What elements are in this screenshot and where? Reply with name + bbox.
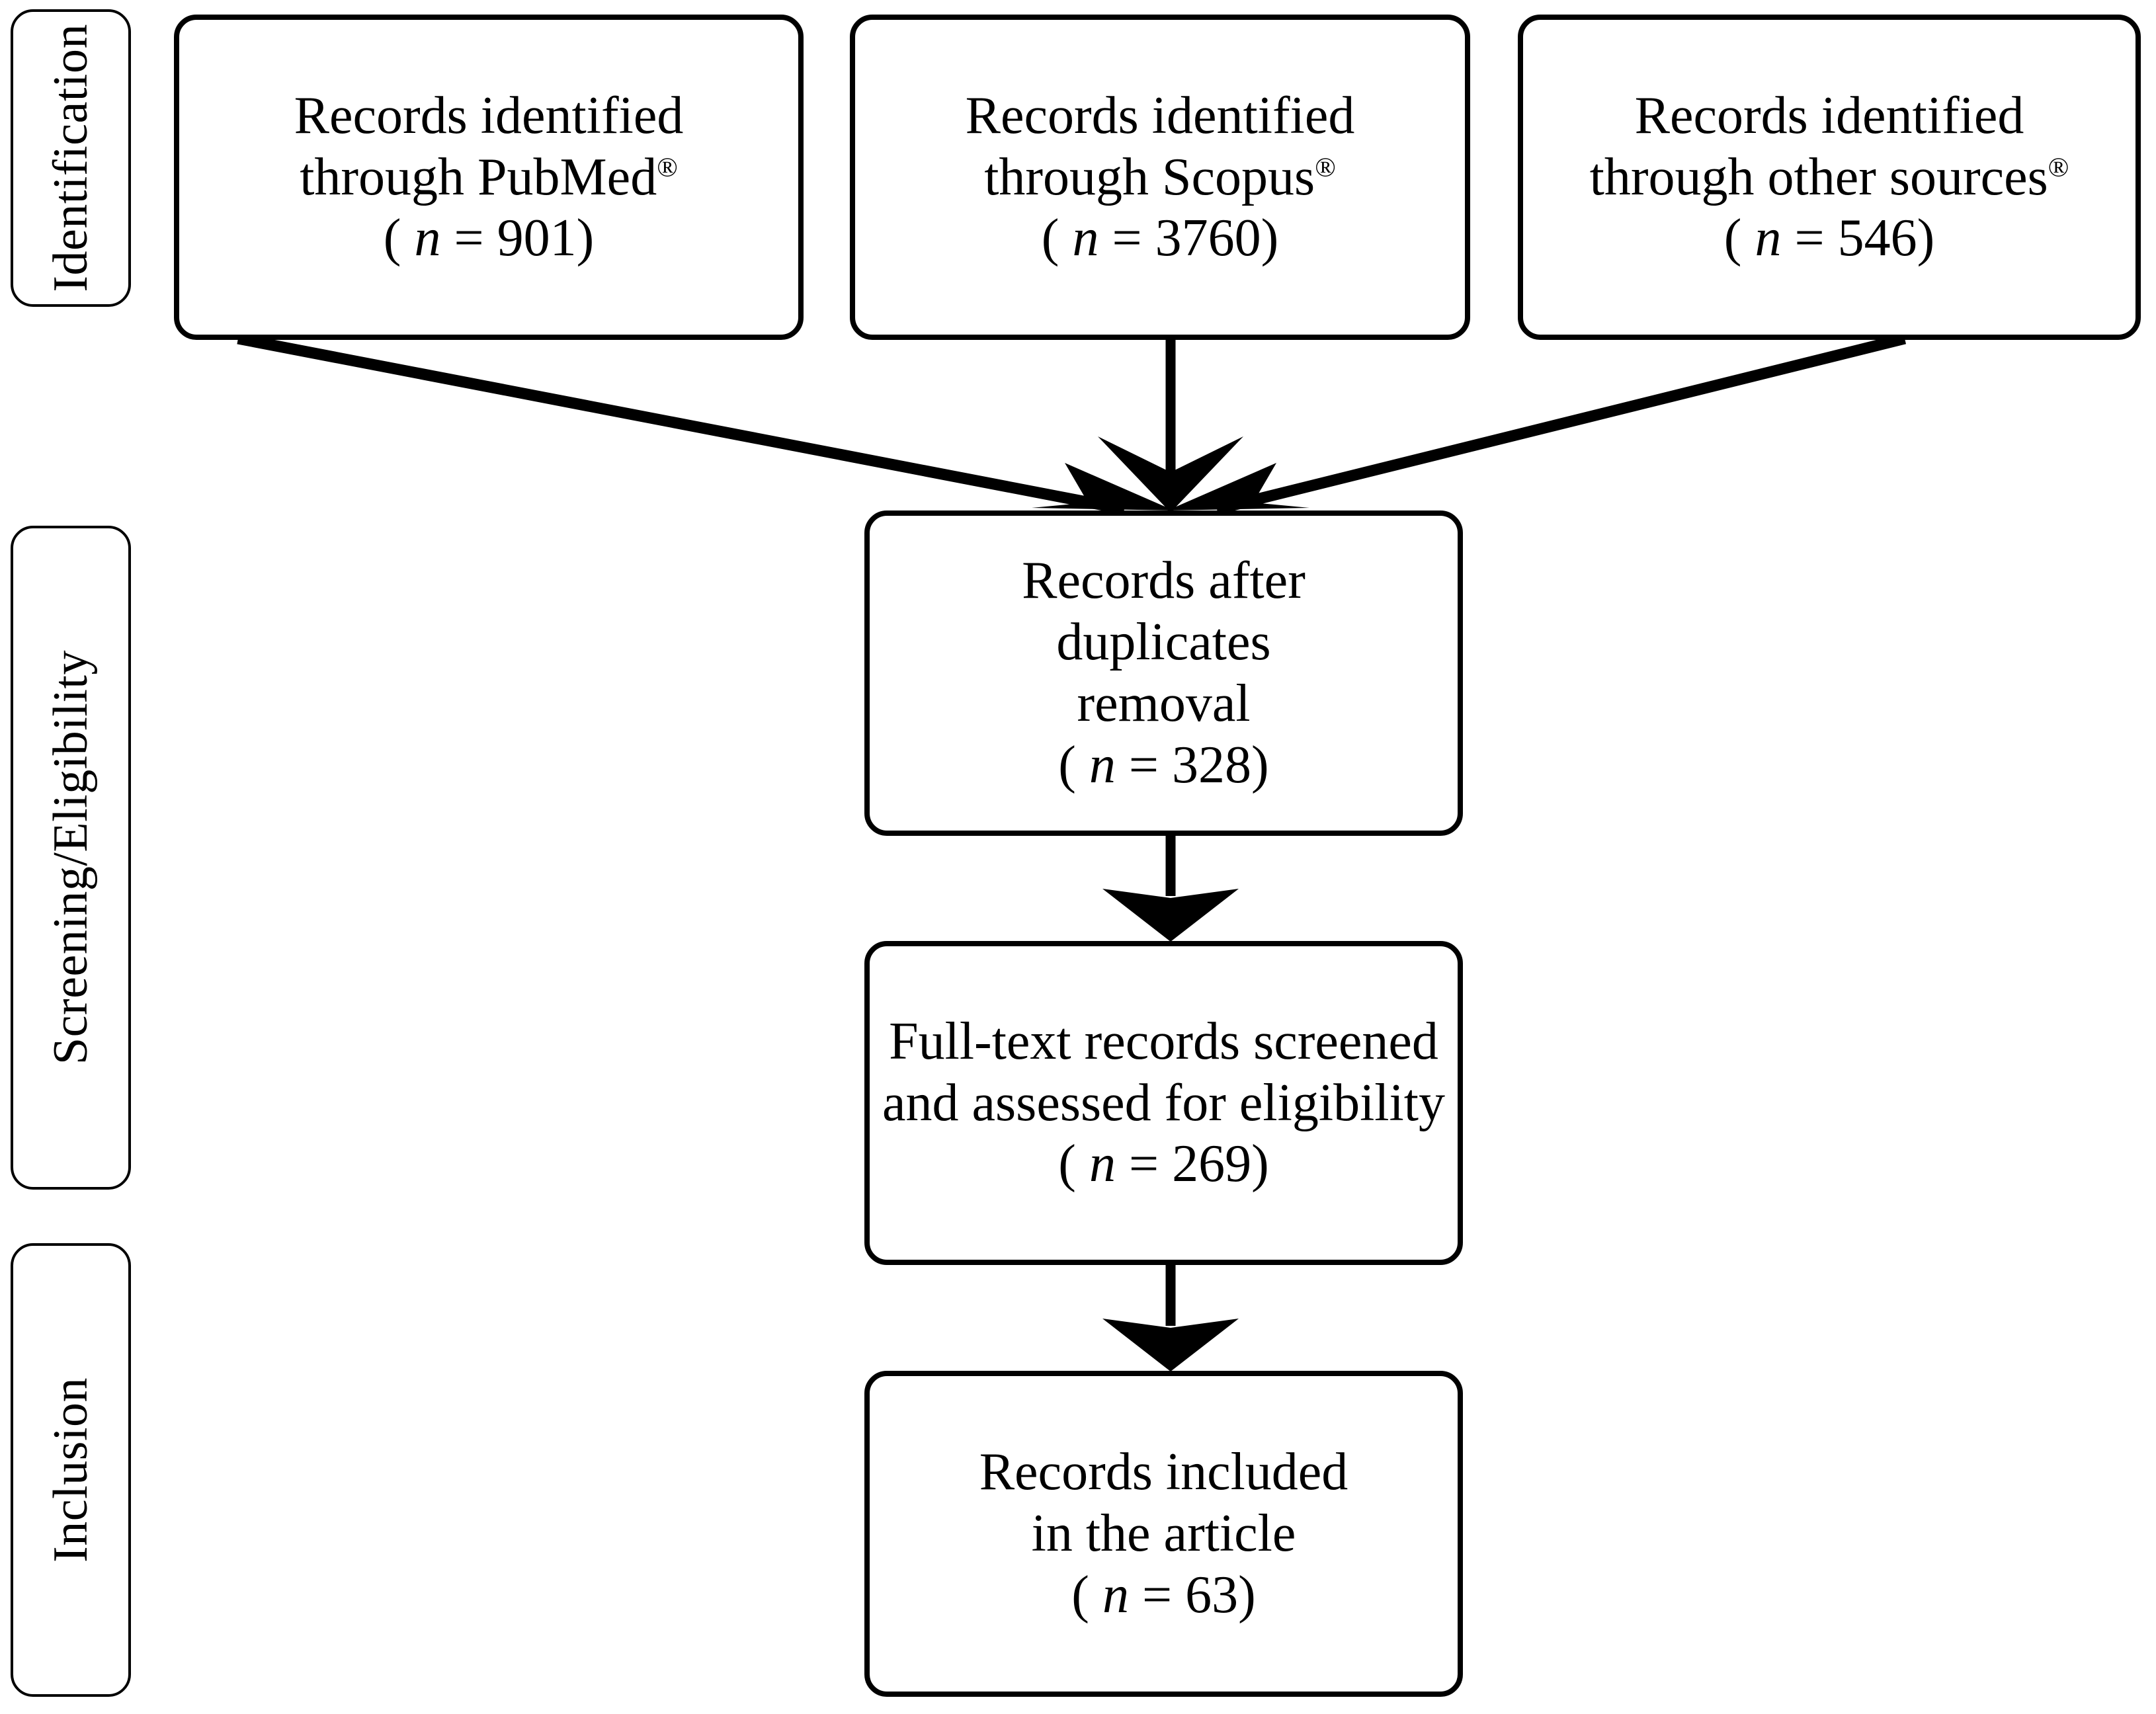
node-line: through other sources®	[1589, 147, 2069, 206]
node-count-value: 269	[1172, 1135, 1252, 1194]
registered-trademark-icon: ®	[1315, 151, 1336, 182]
stage-label-identification: Identification	[11, 9, 131, 307]
node-line: Records after	[1022, 551, 1306, 610]
node-line: Records included	[979, 1443, 1348, 1502]
node-count-value: 63	[1185, 1565, 1239, 1624]
node-line: in the article	[1031, 1504, 1296, 1563]
node-count: ( n = 63)	[1071, 1565, 1256, 1624]
node-line: Records identified	[1634, 86, 2024, 145]
node-records-identified-other-sources: Records identified through other sources…	[1518, 15, 2141, 340]
node-text: Records identified through Scopus® ( n =…	[956, 85, 1364, 269]
edge-other-to-after-duplicates	[1167, 333, 1907, 515]
stage-label-inclusion: Inclusion	[11, 1243, 131, 1697]
node-count: ( n = 901)	[383, 209, 595, 268]
node-line: and assessed for eligibility	[882, 1073, 1445, 1132]
node-text: Records after duplicates removal ( n = 3…	[1013, 550, 1315, 796]
registered-trademark-icon: ®	[657, 151, 678, 182]
node-records-after-duplicates-removal: Records after duplicates removal ( n = 3…	[864, 510, 1463, 836]
node-text: Records included in the article ( n = 63…	[970, 1442, 1358, 1625]
node-line: Full-text records screened	[889, 1012, 1438, 1071]
node-fulltext-records-screened: Full-text records screened and assessed …	[864, 941, 1463, 1265]
edge-scopus-to-after-duplicates	[1098, 339, 1243, 512]
edge-after-duplicates-to-fulltext	[1102, 835, 1239, 942]
edge-pubmed-to-after-duplicates	[237, 333, 1174, 515]
node-line: through PubMed®	[300, 147, 678, 206]
node-line: Records identified	[965, 86, 1355, 145]
stage-label-text: Inclusion	[44, 1377, 98, 1563]
node-line: removal	[1077, 674, 1251, 733]
stage-label-text: Screening/Eligibility	[44, 650, 98, 1065]
node-count: ( n = 3760)	[1041, 209, 1279, 268]
node-records-identified-scopus: Records identified through Scopus® ( n =…	[850, 15, 1470, 340]
node-line: duplicates	[1056, 613, 1271, 672]
node-count-value: 546	[1837, 209, 1917, 268]
node-count: ( n = 269)	[1058, 1135, 1269, 1194]
edge-fulltext-to-included	[1102, 1264, 1239, 1371]
node-text: Records identified through other sources…	[1581, 85, 2079, 269]
node-text: Full-text records screened and assessed …	[873, 1011, 1454, 1195]
node-count-value: 3760	[1155, 209, 1261, 268]
node-count: ( n = 328)	[1058, 735, 1269, 794]
node-records-identified-pubmed: Records identified through PubMed® ( n =…	[174, 15, 804, 340]
registered-trademark-icon: ®	[2048, 151, 2069, 182]
node-records-included-in-article: Records included in the article ( n = 63…	[864, 1371, 1463, 1697]
stage-label-text: Identification	[44, 24, 98, 292]
node-line: through Scopus®	[984, 147, 1336, 206]
node-count-value: 328	[1172, 735, 1252, 794]
stage-label-screening-eligibility: Screening/Eligibility	[11, 526, 131, 1190]
node-line: Records identified	[294, 86, 684, 145]
node-text: Records identified through PubMed® ( n =…	[285, 85, 693, 269]
node-count-value: 901	[497, 209, 577, 268]
node-count: ( n = 546)	[1723, 209, 1935, 268]
